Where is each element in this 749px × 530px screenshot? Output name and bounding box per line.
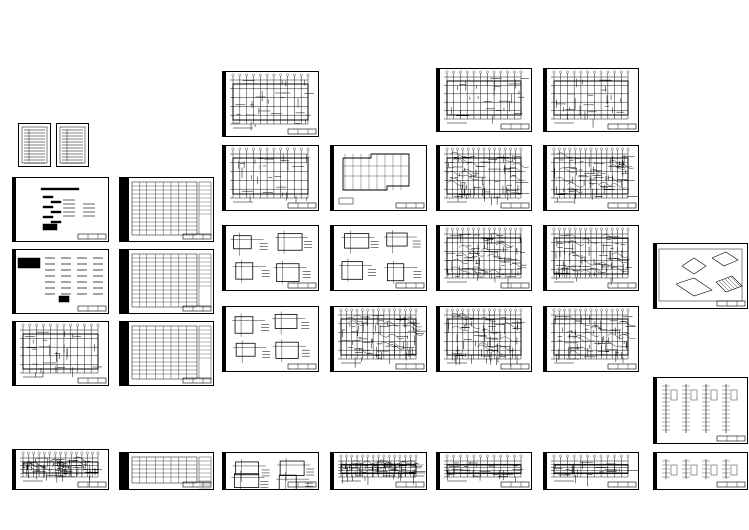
sheet-drawing: [21, 126, 48, 164]
detail-sheet[interactable]: [222, 306, 319, 372]
sheet-drawing: [437, 226, 530, 290]
sheet-drawing: [223, 146, 317, 210]
sheet-drawing: [331, 307, 426, 371]
plan-sheet[interactable]: [436, 145, 532, 211]
grid-sheet[interactable]: [222, 145, 319, 211]
plan-sheet[interactable]: [543, 225, 639, 291]
grid-sheet[interactable]: [543, 68, 639, 132]
section-sheet[interactable]: [653, 452, 748, 490]
detail-sheet[interactable]: [222, 452, 319, 490]
table-sheet[interactable]: [119, 177, 214, 242]
sheet-drawing: [331, 146, 425, 210]
sheet-drawing: [437, 69, 530, 131]
sheet-drawing: [13, 322, 107, 385]
notes-sheet[interactable]: [12, 249, 109, 314]
sheet-drawing: [654, 453, 746, 489]
sheet-drawing: [331, 453, 426, 489]
detail-sheet[interactable]: [330, 225, 427, 291]
plan-sheet[interactable]: [330, 306, 427, 372]
plan-sheet[interactable]: [330, 452, 427, 490]
sheet-drawing: [223, 72, 317, 136]
sheet-drawing: [544, 307, 637, 371]
plan-sheet[interactable]: [543, 306, 639, 372]
sheet-drawing: [223, 453, 317, 489]
sheet-drawing: [13, 178, 107, 241]
sheet-drawing: [437, 146, 530, 210]
sheet-drawing: [223, 226, 317, 290]
notes-sheet[interactable]: [12, 177, 109, 242]
sheet-drawing: [544, 146, 638, 210]
sheet-drawing: [654, 378, 746, 443]
roof-plan-sheet[interactable]: [330, 145, 427, 211]
grid-sheet[interactable]: [436, 68, 532, 132]
sheet-drawing: [120, 250, 212, 313]
plan-sheet[interactable]: [436, 452, 532, 490]
sheet-drawing: [13, 250, 107, 313]
sheet-drawing: [223, 307, 317, 371]
sheet-drawing: [120, 178, 212, 241]
section-sheet[interactable]: [653, 377, 748, 444]
plan-sheet[interactable]: [543, 145, 639, 211]
sheet-drawing: [544, 226, 637, 290]
sheet-drawing: [544, 69, 637, 131]
plan-sheet[interactable]: [12, 321, 109, 386]
sheet-drawing: [654, 244, 746, 308]
grid-sheet[interactable]: [222, 71, 319, 137]
stair-sheet[interactable]: [653, 243, 748, 309]
index-sheet[interactable]: [56, 123, 89, 167]
index-sheet[interactable]: [18, 123, 51, 167]
plan-sheet[interactable]: [436, 225, 532, 291]
sheet-drawing: [437, 453, 530, 489]
sheet-drawing: [13, 450, 107, 489]
plan-sheet[interactable]: [543, 452, 639, 490]
sheet-drawing: [120, 322, 212, 385]
plan-sheet[interactable]: [436, 306, 532, 372]
table-sheet[interactable]: [119, 249, 214, 314]
table-sheet[interactable]: [119, 452, 214, 490]
detail-sheet[interactable]: [222, 225, 319, 291]
table-sheet[interactable]: [119, 321, 214, 386]
plan-sheet[interactable]: [12, 449, 109, 490]
sheet-drawing: [59, 126, 86, 164]
sheet-drawing: [331, 226, 425, 290]
sheet-drawing: [544, 453, 638, 489]
sheet-drawing: [120, 453, 212, 489]
sheet-drawing: [437, 307, 530, 371]
